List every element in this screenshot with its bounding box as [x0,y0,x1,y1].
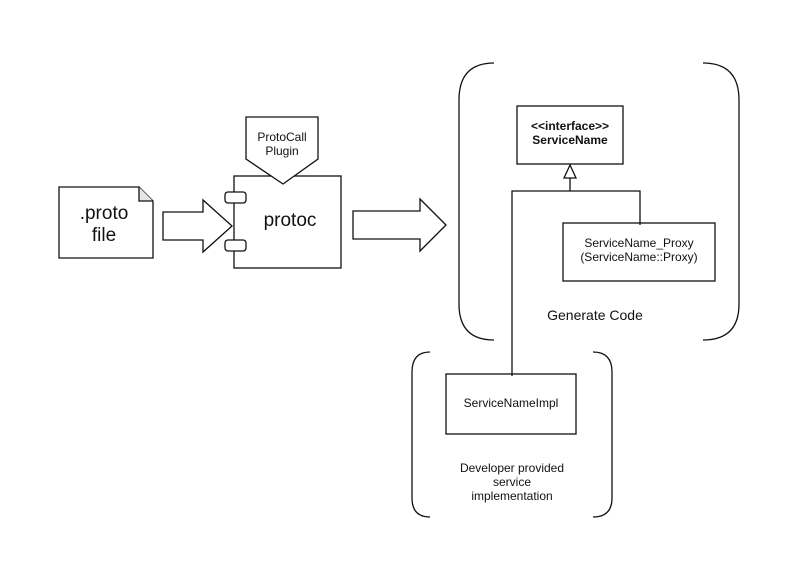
interface-label: <<interface>> ServiceName [517,119,623,148]
impl-box-shape [445,373,577,435]
interface-stereotype: <<interface>> [530,119,610,133]
generated-group-right-bracket [702,62,740,341]
generated-group-left-bracket [458,62,495,341]
arrow-protoc-to-generated [352,197,447,253]
component-port-bottom [224,239,247,252]
protoc-component-shape [233,175,342,269]
plugin-shape [245,116,319,185]
protoc-label: protoc [263,210,317,231]
developer-line3: implementation [471,488,553,503]
realization-connector [511,178,641,376]
plugin-line2: Plugin [265,143,299,158]
proxy-line2: (ServiceName::Proxy) [580,249,698,264]
proxy-box-shape [562,222,716,282]
proto-file-fold [138,187,153,202]
developer-group-right-bracket [592,351,613,518]
developer-group-left-bracket [411,351,431,518]
proxy-line1: ServiceName_Proxy [584,236,694,250]
arrow-proto-to-protoc [162,198,233,254]
proxy-label: ServiceName_Proxy (ServiceName::Proxy) [563,236,715,265]
proto-file-shape [58,186,154,259]
proto-file-line2: file [91,224,117,246]
impl-label: ServiceNameImpl [463,396,559,410]
proto-file-label: .proto file [59,203,149,247]
realization-triangle [562,163,578,179]
interface-name: ServiceName [532,132,608,147]
proto-file-line1: .proto [79,203,129,224]
component-port-top [224,191,247,204]
developer-line1: Developer provided [459,461,565,475]
plugin-label: ProtoCall Plugin [246,130,318,159]
developer-line2: service [492,474,531,489]
plugin-line1: ProtoCall [257,130,307,144]
developer-group-label: Developer provided service implementatio… [430,461,594,503]
generated-group-label: Generate Code [547,307,643,323]
